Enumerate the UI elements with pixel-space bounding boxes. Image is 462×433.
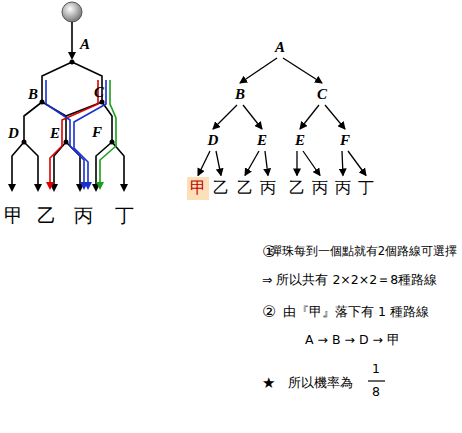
node-text: 丙 [335, 178, 351, 197]
board-label: A [80, 36, 90, 53]
tree-point: C [314, 84, 330, 104]
tree-leaf: 乙 [234, 177, 256, 200]
node-text: 乙 [213, 178, 229, 197]
board-label: C [94, 84, 104, 101]
tree-arrow [300, 105, 319, 129]
board-label: 乙 [37, 203, 56, 229]
tree-point: B [232, 84, 248, 104]
tree-arrow [198, 151, 210, 176]
tree-arrow [213, 105, 237, 129]
tree-arrow [216, 151, 221, 176]
tree-arrow [283, 58, 322, 83]
tree-point: A [272, 37, 288, 57]
explanation-text: 8 [372, 384, 380, 399]
node-text: E [295, 132, 305, 148]
tree-leaf: 丙 [257, 177, 279, 200]
node-text: C [317, 86, 327, 102]
tree-arrow [348, 151, 366, 176]
board-label: 丙 [74, 203, 93, 229]
tree-arrow [245, 151, 259, 176]
tree-arrow [243, 105, 262, 129]
board-label: E [50, 125, 60, 142]
tree-point: D [205, 130, 222, 150]
node-text: 乙 [237, 178, 253, 197]
explanation-text: A → B → D → 甲 [305, 332, 400, 349]
node-text: 丁 [358, 178, 374, 197]
node-text: D [208, 132, 219, 148]
tree-arrow [265, 151, 268, 176]
node-text: E [257, 132, 267, 148]
tree-arrow [296, 151, 297, 176]
board-label: B [28, 86, 38, 103]
node-text: F [340, 132, 350, 148]
explanation-text: 由『甲』落下有 1 種路線 [283, 304, 429, 321]
tree-leaf: 丙 [332, 177, 354, 200]
node-text: 丙 [260, 178, 276, 197]
tree-point: E [254, 130, 270, 150]
tree-leaf: 丙 [309, 177, 331, 200]
tree-arrow [342, 151, 343, 176]
board-label: 丁 [115, 203, 134, 229]
node-text: B [235, 86, 245, 102]
node-text: A [275, 39, 285, 55]
explanation-text: ② [262, 302, 276, 321]
explanation-text: 所以機率為 [288, 375, 353, 392]
board-label: 甲 [4, 203, 23, 229]
tree-leaf: 乙 [210, 177, 232, 200]
tree-leaf: 乙 [286, 177, 308, 200]
tree-point: F [337, 130, 353, 150]
tree-point: E [292, 130, 308, 150]
node-text: 乙 [289, 178, 305, 197]
explanation-text: 1 [372, 361, 380, 376]
node-text: 甲 [190, 178, 206, 197]
tree-arrow [303, 151, 320, 176]
tree-arrow [240, 58, 277, 83]
board-label: F [92, 124, 102, 141]
explanation-text: 彈珠每到一個點就有2個路線可選擇 [270, 244, 457, 259]
tree-leaf: 甲 [187, 177, 209, 200]
node-text: 丙 [312, 178, 328, 197]
explanation-text: ★ [262, 374, 275, 392]
explanation-text: ⇒ 所以共有 2×2×2＝8種路線 [262, 272, 437, 289]
board-label: D [8, 125, 19, 142]
tree-arrow [325, 105, 345, 129]
tree-leaf: 丁 [355, 177, 377, 200]
